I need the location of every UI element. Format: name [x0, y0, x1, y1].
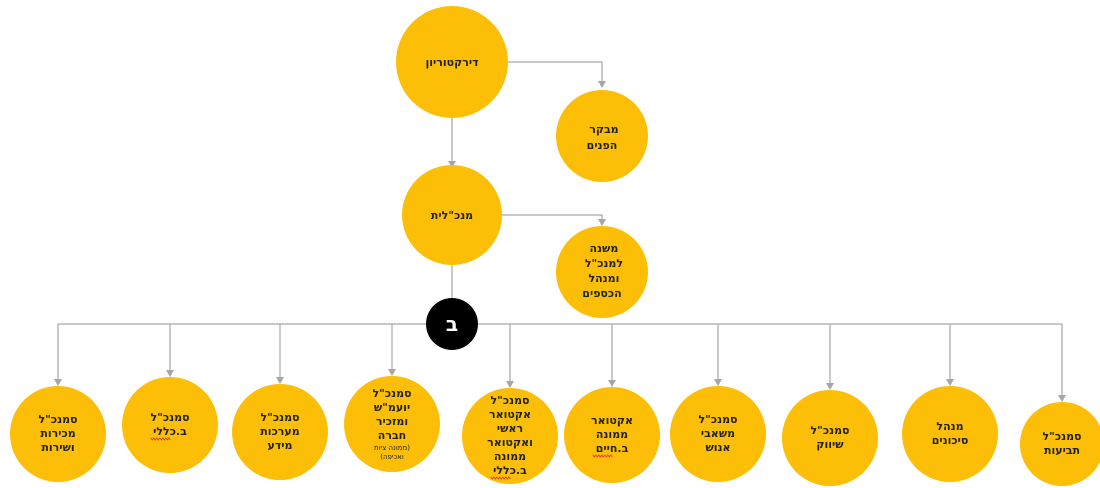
department-label-line: אקטואר — [591, 414, 633, 427]
department-note-line: ואכיפה) — [380, 453, 404, 461]
department-circle — [902, 386, 998, 482]
internal-auditor-node: מבקר הפנים — [556, 90, 648, 182]
department-label-line: אנוש — [705, 441, 730, 454]
department-drop-arrow — [946, 379, 954, 386]
department-circle — [232, 384, 328, 480]
spellcheck-squiggle — [150, 437, 171, 441]
department-circle — [1020, 402, 1100, 486]
department-label-line: סמנכ"ל — [698, 413, 737, 426]
department-label-line: סמנכ"ל — [490, 394, 529, 407]
department-drop-arrow — [166, 370, 174, 377]
department-label-line: מנהל — [936, 420, 963, 433]
department-circle — [122, 377, 218, 473]
connector-board-auditor — [502, 61, 603, 82]
badge-glyph: ב — [446, 312, 458, 336]
department-drop-arrow — [826, 383, 834, 390]
department-label-line: משאבי — [701, 427, 735, 440]
logo-badge: ב — [426, 298, 478, 350]
department-label-line: ממונה — [494, 450, 526, 463]
deputy-ceo-cfo-node: משנה למנכ"ל ומנהל הכספים — [556, 226, 648, 318]
department-label-line: תביעות — [1044, 444, 1080, 457]
department-circle — [564, 387, 660, 483]
department-label-line: סמנכ"ל — [810, 424, 849, 437]
department-label-line: שיווק — [816, 438, 844, 451]
department-label-line: סיכונים — [932, 434, 969, 447]
department-label-line: מכירות — [40, 427, 75, 440]
department-label-line: ומזכיר — [376, 415, 408, 428]
spellcheck-squiggle — [592, 454, 613, 458]
arrow-auditor — [598, 81, 606, 88]
arrow-deputy — [598, 219, 606, 226]
department-label-line: ב.כללי — [153, 425, 187, 438]
department-label-line: סמנכ"ל — [150, 411, 189, 424]
department-circle — [10, 386, 106, 482]
department-note-line: (ממונה ציות — [374, 444, 410, 452]
board-label: דירקטוריון — [425, 56, 478, 69]
department-label-line: סמנכ"ל — [372, 387, 411, 400]
department-label-line: ושירות — [41, 441, 74, 454]
department-drop-arrow — [388, 369, 396, 376]
deputy-ceo-cfo-label: משנה למנכ"ל ומנהל הכספים — [581, 242, 623, 300]
department-label-line: סמנכ"ל — [260, 411, 299, 424]
department-drop-arrow — [714, 379, 722, 386]
board-node: דירקטוריון — [396, 6, 508, 118]
ceo-label: מנכ"לית — [431, 209, 473, 222]
department-label-line: ממונה — [596, 428, 628, 441]
spellcheck-squiggle — [490, 476, 511, 480]
department-label-line: מערכות — [260, 425, 299, 438]
internal-auditor-label: מבקר הפנים — [585, 123, 618, 152]
department-circle — [782, 390, 878, 486]
department-drops — [54, 324, 1066, 402]
department-drop-arrow — [54, 379, 62, 386]
department-label-line: מידע — [268, 439, 293, 452]
department-drop-arrow — [276, 377, 284, 384]
department-label-line: ואקטואר — [487, 436, 533, 449]
department-drop-arrow — [608, 380, 616, 387]
department-label-line: ראשי — [497, 422, 523, 435]
ceo-node: מנכ"לית — [402, 165, 502, 265]
department-label-line: ב.חיים — [596, 442, 629, 455]
department-circle — [670, 386, 766, 482]
department-label-line: סמנכ"ל — [1042, 430, 1081, 443]
department-label-line: ב.כללי — [493, 464, 527, 477]
connector-ceo-deputy — [502, 214, 603, 220]
department-circle — [344, 376, 440, 472]
department-label-line: סמנכ"ל — [38, 413, 77, 426]
arrow-ceo — [448, 161, 456, 168]
department-drop-arrow — [1058, 395, 1066, 402]
department-label-line: אקטואר — [489, 408, 531, 421]
department-drop-arrow — [506, 381, 514, 388]
department-label-line: יועמ"ש — [374, 401, 410, 414]
department-circle — [462, 388, 558, 484]
department-label-line: חברה — [378, 429, 406, 442]
connectors — [54, 61, 1066, 402]
